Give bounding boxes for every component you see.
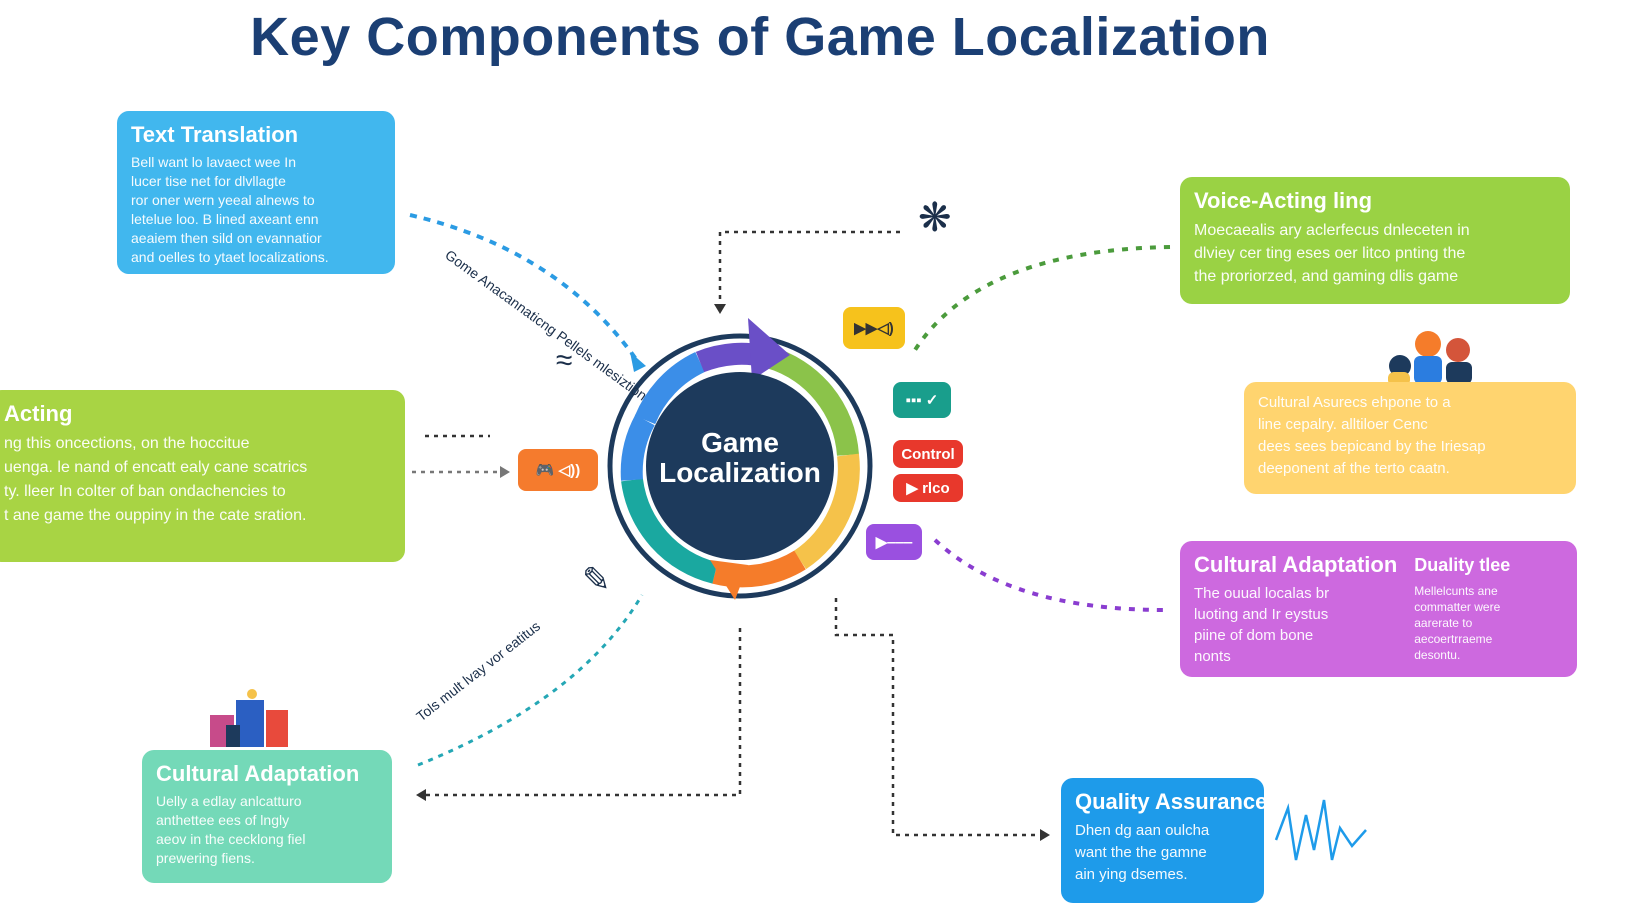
card-title: Text Translation bbox=[131, 122, 299, 147]
body-line: lucer tise net for dlvllagte bbox=[131, 173, 286, 189]
card-title: Cultural Adaptation bbox=[1194, 552, 1398, 577]
ring-segment-green bbox=[764, 346, 859, 457]
card-body: The ouual localas br luoting and Ir eyst… bbox=[1194, 583, 1400, 667]
page-title: Key Components of Game Localization bbox=[250, 7, 1270, 67]
card-body: Bell want lo lavaect wee In lucer tise n… bbox=[131, 153, 381, 267]
connector-bottom-black bbox=[420, 628, 742, 797]
arrowhead-bottom-black bbox=[416, 789, 426, 801]
connector-text-translation bbox=[409, 213, 640, 364]
chat-badge-icon: ▪▪▪ ✓ bbox=[893, 382, 951, 418]
body-line: ty. lleer In colter of ban ondachencies … bbox=[4, 483, 286, 500]
body-line: the proriorzed, and gaming dlis game bbox=[1194, 268, 1459, 285]
snowflake-icon: ❋ bbox=[918, 196, 952, 240]
body-line: aecoertrraeme bbox=[1414, 632, 1493, 646]
body-line: ng this oncections, on the hoccitue bbox=[4, 435, 250, 452]
body-line: Moecaealis ary aclerfecus dnleceten in bbox=[1194, 222, 1470, 239]
body-line: aarerate to bbox=[1414, 616, 1473, 630]
card-side-title: Duality tlee bbox=[1414, 555, 1511, 575]
arrowhead-quality bbox=[1040, 829, 1050, 841]
body-line: line cepalry. alltiloer Cenc bbox=[1258, 416, 1428, 433]
body-line: Uelly a edlay anlcatturo bbox=[156, 793, 302, 809]
card-text-translation: Text Translation Bell want lo lavaect we… bbox=[117, 111, 395, 274]
body-line: The ouual localas br bbox=[1194, 585, 1330, 602]
body-line: want the the gamne bbox=[1075, 844, 1207, 861]
body-line: uenga. le nand of encatt ealy cane scatr… bbox=[4, 459, 308, 476]
card-title: Cultural Adaptation bbox=[156, 761, 360, 786]
card-title: Voice-Acting ling bbox=[1194, 188, 1373, 213]
play-badge: ▶ rlco bbox=[893, 474, 963, 502]
card-cultural-adaptation-left: Cultural Adaptation Uelly a edlay anlcat… bbox=[142, 750, 392, 883]
card-side-body: Mellelcunts ane commatter were aarerate … bbox=[1414, 583, 1563, 663]
hub-label-line1: Game bbox=[701, 427, 779, 458]
body-line: ain ying dsemes. bbox=[1075, 866, 1188, 883]
ring-segment-blue-2 bbox=[620, 414, 655, 481]
connector-cultural-left bbox=[417, 594, 644, 767]
body-line: and oelles to ytaet localizations. bbox=[131, 249, 329, 265]
card-body: Uelly a edlay anlcatturo anthettee ees o… bbox=[156, 792, 378, 868]
body-line: prewering fiens. bbox=[156, 850, 255, 866]
card-quality-assurance: Quality Assurance Dhen dg aan oulcha wan… bbox=[1061, 778, 1264, 903]
ring-arrow-orange bbox=[710, 560, 748, 600]
hub-center bbox=[646, 372, 834, 560]
body-line: desontu. bbox=[1414, 648, 1461, 662]
hub-label-line2: Localization bbox=[659, 457, 821, 488]
building-illustration bbox=[210, 689, 288, 747]
body-line: dlviey cer ting eses oer litco pnting th… bbox=[1194, 245, 1466, 262]
hub-label: Game Localization bbox=[640, 428, 840, 488]
body-line: dees sees bepicand by the Iriesap bbox=[1258, 438, 1486, 455]
wave-icon: ≈ bbox=[556, 344, 573, 377]
ring-segment-yellow bbox=[793, 453, 860, 570]
body-line: nonts bbox=[1194, 648, 1231, 665]
media-badge-icon: ▶‒‒‒ bbox=[866, 524, 922, 560]
body-line: Bell want lo lavaect wee In bbox=[131, 154, 296, 170]
ring-arrow-purple bbox=[748, 318, 790, 380]
body-line: ror oner wern yeeal alnews to bbox=[131, 192, 315, 208]
card-title: Acting bbox=[4, 401, 73, 426]
card-body: Moecaealis ary aclerfecus dnleceten in d… bbox=[1194, 219, 1556, 288]
connector-cultural-right bbox=[933, 538, 1166, 612]
body-line: Dhen dg aan oulcha bbox=[1075, 822, 1210, 839]
card-title: Quality Assurance bbox=[1075, 789, 1264, 814]
body-line: t ane game the ouppiny in the cate srati… bbox=[4, 507, 307, 524]
gamepad-badge-icon: 🎮 ◁)) bbox=[518, 449, 598, 491]
ring-segment-blue bbox=[634, 352, 705, 425]
body-line: Mellelcunts ane bbox=[1414, 584, 1498, 598]
card-body: Cultural Asurecs ehpone to a line cepalr… bbox=[1258, 392, 1562, 480]
connector-top-black bbox=[718, 230, 900, 310]
body-line: deeponent af the terto caatn. bbox=[1258, 460, 1450, 477]
body-line: commatter were bbox=[1414, 600, 1501, 614]
arrowhead-acting-2 bbox=[500, 466, 510, 478]
ring-segment-teal bbox=[621, 478, 718, 584]
card-voice-acting: Voice-Acting ling Moecaealis ary aclerfe… bbox=[1180, 177, 1570, 304]
body-line: luoting and Ir eystus bbox=[1194, 606, 1329, 623]
arrowhead-top-black bbox=[714, 304, 726, 314]
card-cultural-assurance: Cultural Asurecs ehpone to a line cepalr… bbox=[1244, 382, 1576, 494]
card-body: Dhen dg aan oulcha want the the gamne ai… bbox=[1075, 820, 1250, 886]
control-badge: Control bbox=[893, 440, 963, 468]
body-line: aeaiem then sild on evannatior bbox=[131, 230, 322, 246]
connector-voice bbox=[913, 245, 1171, 352]
card-body: ng this oncections, on the hoccitue ueng… bbox=[4, 432, 391, 528]
body-line: Cultural Asurecs ehpone to a bbox=[1258, 394, 1451, 411]
waveform-icon bbox=[1274, 799, 1367, 861]
audio-badge-icon: ▶▶◁) bbox=[843, 307, 905, 349]
pen-icon: ✎ bbox=[582, 561, 611, 599]
arrowhead-text-translation bbox=[630, 352, 646, 372]
body-line: piine of dom bone bbox=[1194, 627, 1314, 644]
people-illustration bbox=[1388, 331, 1472, 386]
body-line: letelue loo. B lined axeant enn bbox=[131, 211, 319, 227]
body-line: anthettee ees of lngly bbox=[156, 812, 290, 828]
card-cultural-adaptation-right: Cultural Adaptation The ouual localas br… bbox=[1180, 541, 1577, 677]
body-line: aeov in the cecklong fiel bbox=[156, 831, 306, 847]
connector-quality bbox=[834, 598, 1045, 837]
card-acting: Acting ng this oncections, on the hoccit… bbox=[0, 390, 405, 562]
